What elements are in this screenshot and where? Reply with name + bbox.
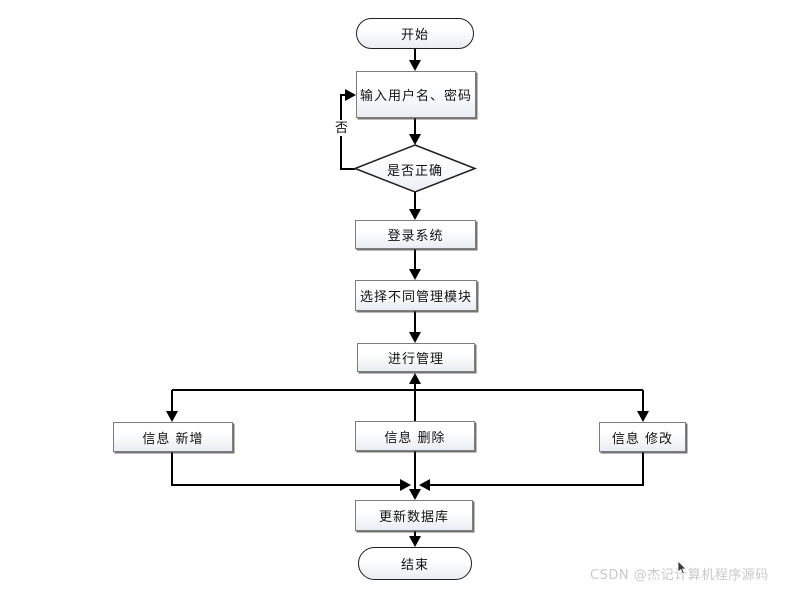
- node-info-modify-label: 信息 修改: [611, 431, 674, 447]
- edge-merge-to-update: [171, 451, 644, 500]
- watermark: CSDN @杰记计算机程序源码: [590, 564, 769, 583]
- node-end: 结束: [358, 547, 472, 580]
- node-end-label: 结束: [400, 558, 429, 573]
- node-select-module: 选择不同管理模块: [355, 280, 477, 311]
- node-info-add: 信息 新增: [113, 422, 233, 452]
- node-info-add-label: 信息 新增: [142, 431, 204, 447]
- edge-branch-distribution: [166, 373, 649, 422]
- edge-login-to-select: [409, 249, 421, 280]
- node-update-database-label: 更新数据库: [378, 510, 449, 525]
- node-manage-label: 进行管理: [387, 352, 444, 367]
- node-start-label: 开始: [400, 28, 429, 43]
- node-info-delete-label: 信息 删除: [384, 430, 446, 446]
- node-login-system-label: 登录系统: [387, 229, 444, 244]
- edge-update-to-end: [409, 531, 421, 547]
- edge-decision-to-login: [409, 192, 421, 220]
- mouse-cursor-icon: [677, 561, 687, 575]
- node-decision-label: 是否正确: [386, 163, 443, 179]
- node-info-delete: 信息 删除: [355, 421, 475, 451]
- node-update-database: 更新数据库: [355, 500, 473, 531]
- node-manage: 进行管理: [357, 343, 475, 372]
- node-start: 开始: [356, 18, 474, 49]
- node-info-modify: 信息 修改: [599, 422, 686, 452]
- edge-start-to-input: [409, 48, 421, 71]
- edge-label-no: 否: [334, 120, 349, 136]
- node-input-credentials: 输入用户名、密码: [356, 71, 476, 118]
- edge-select-to-manage: [409, 311, 421, 343]
- node-decision: 是否正确: [355, 156, 475, 182]
- node-input-credentials-label: 输入用户名、密码: [359, 89, 472, 104]
- watermark-text: CSDN @杰记计算机程序源码: [590, 568, 769, 583]
- node-login-system: 登录系统: [355, 220, 476, 249]
- node-select-module-label: 选择不同管理模块: [359, 290, 472, 305]
- edge-input-to-decision: [409, 118, 421, 145]
